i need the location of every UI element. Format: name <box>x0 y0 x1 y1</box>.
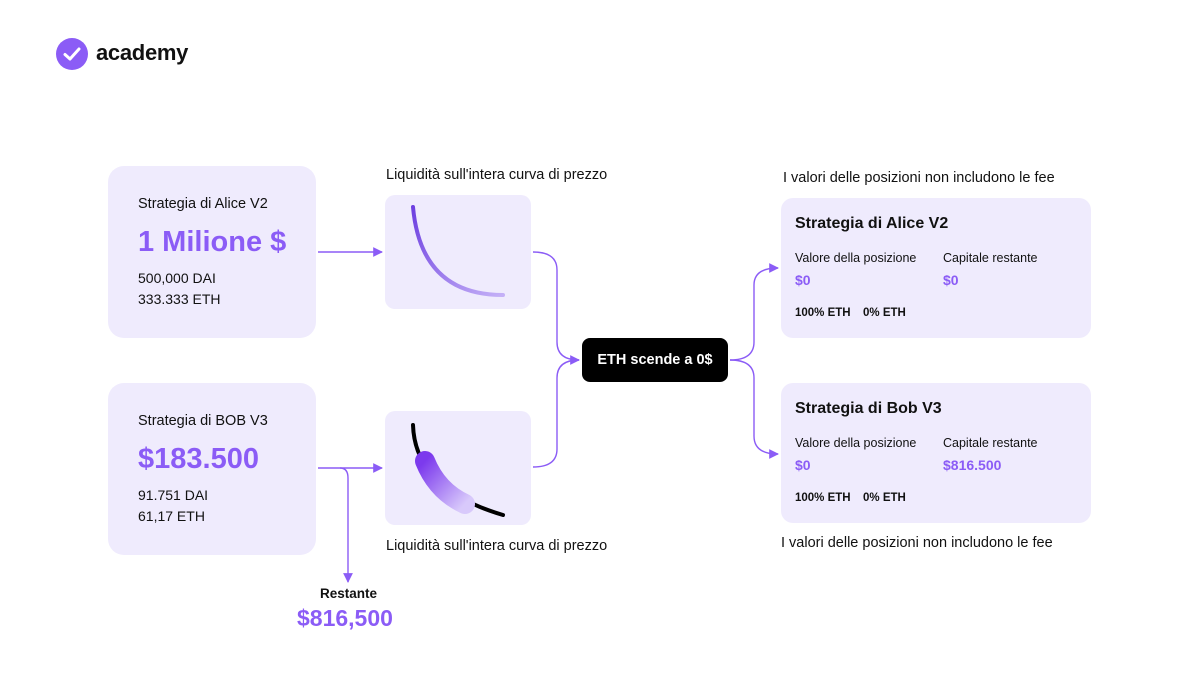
event-badge: ETH scende a 0$ <box>582 338 728 382</box>
arrow-bob-remaining <box>339 467 353 583</box>
bob-dai-share: 0% ETH <box>863 492 906 504</box>
brand-name: academy <box>96 40 189 65</box>
bob-eth-share: 100% ETH <box>795 492 851 504</box>
alice-input-card: Strategia di Alice V2 1 Milione $ 500,00… <box>108 166 316 338</box>
alice-dai-share: 0% ETH <box>863 307 906 319</box>
top-curve-caption: Liquidità sull'intera curva di prezzo <box>386 167 608 183</box>
alice-input-amount: 1 Milione $ <box>138 226 287 258</box>
alice-result-title: Strategia di Alice V2 <box>795 215 949 232</box>
alice-fee-note: I valori delle posizioni non includono l… <box>783 170 1055 186</box>
alice-capital-value: $0 <box>943 272 959 288</box>
bob-input-title: Strategia di BOB V3 <box>138 413 268 429</box>
alice-input-eth: 333.333 ETH <box>138 291 221 307</box>
bob-input-amount: $183.500 <box>138 443 259 475</box>
alice-input-dai: 500,000 DAI <box>138 270 216 286</box>
concentrated-curve-card <box>385 411 531 525</box>
alice-position-value: $0 <box>795 272 811 288</box>
bob-capital-value: $816.500 <box>943 457 1002 473</box>
alice-input-title: Strategia di Alice V2 <box>138 196 268 212</box>
remaining-label: Restante <box>320 586 378 601</box>
full-range-curve-card <box>385 195 531 309</box>
line-top-curve-to-event <box>532 251 580 365</box>
alice-result-card: Strategia di Alice V2 Valore della posiz… <box>781 198 1091 338</box>
bottom-curve-caption: Liquidità sull'intera curva di prezzo <box>386 538 608 554</box>
concentrated-curve <box>411 423 505 517</box>
bob-input-card: Strategia di BOB V3 $183.500 91.751 DAI … <box>108 383 316 555</box>
alice-eth-share: 100% ETH <box>795 307 851 319</box>
alice-capital-label: Capitale restante <box>943 251 1038 265</box>
bob-position-value: $0 <box>795 457 811 473</box>
bob-fee-note: I valori delle posizioni non includono l… <box>781 535 1053 551</box>
bob-input-eth: 61,17 ETH <box>138 508 205 524</box>
bob-input-dai: 91.751 DAI <box>138 487 209 503</box>
full-range-curve <box>411 205 505 297</box>
event-label: ETH scende a 0$ <box>597 352 713 368</box>
remaining-value: $816,500 <box>297 605 393 631</box>
bob-capital-label: Capitale restante <box>943 436 1038 450</box>
bob-position-label: Valore della posizione <box>795 436 917 450</box>
alice-position-label: Valore della posizione <box>795 251 917 265</box>
bob-result-card: Strategia di Bob V3 Valore della posizio… <box>781 383 1091 523</box>
bob-result-title: Strategia di Bob V3 <box>795 400 942 417</box>
check-badge-icon <box>56 38 88 70</box>
line-bottom-curve-to-event <box>532 359 580 468</box>
brand-logo: academy <box>56 38 256 72</box>
line-event-to-alice <box>729 263 779 361</box>
line-event-to-bob <box>729 359 779 459</box>
